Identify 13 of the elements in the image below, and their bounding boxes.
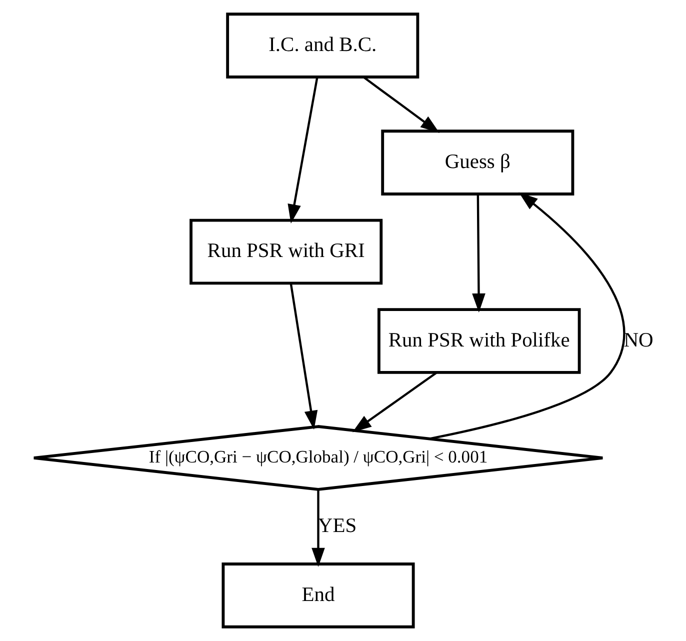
arrow (289, 283, 318, 430)
arrow (287, 76, 318, 224)
arrow (352, 372, 437, 432)
node-box: Guess β (380, 130, 574, 196)
node-box: I.C. and B.C. (226, 12, 419, 78)
node-box: End (221, 562, 414, 628)
arrow (428, 192, 624, 440)
node-box: Run PSR with Polifke (376, 308, 580, 374)
node-diamond: If |(ψCO,Gri − ψCO,Global) / ψCO,Gri| < 0.001 (32, 425, 604, 491)
arrow (472, 194, 485, 312)
node-box: Run PSR with GRI (189, 218, 382, 285)
arrow (362, 76, 440, 134)
arrow (311, 490, 324, 567)
